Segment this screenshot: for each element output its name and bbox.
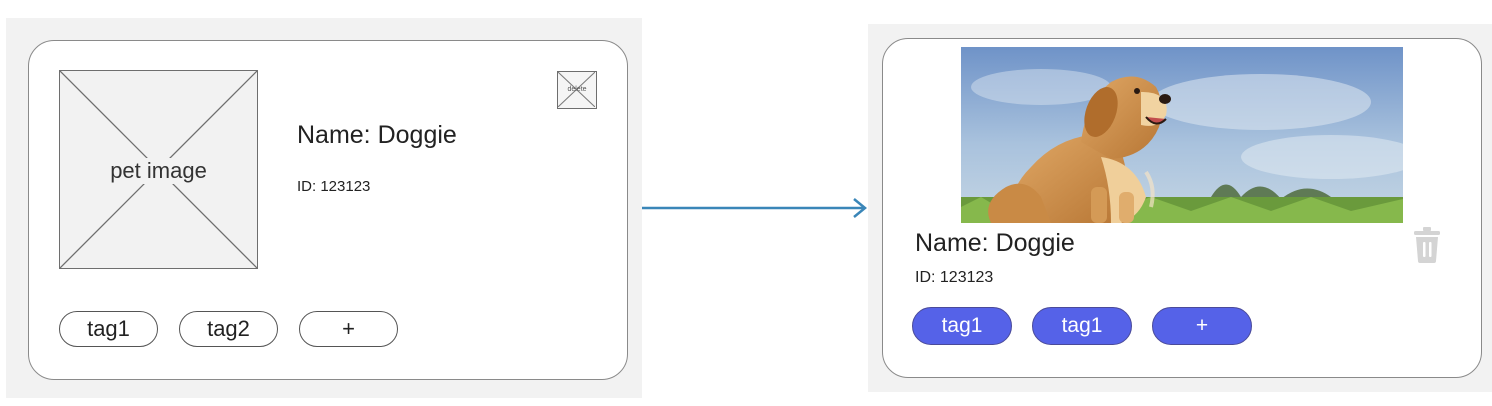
pet-id: ID: 123123 — [915, 269, 994, 286]
pet-name: Name: Doggie — [297, 121, 457, 149]
final-pet-card: Name: Doggie ID: 123123 tag1 tag1 + — [882, 38, 1482, 378]
pet-image-placeholder: pet image — [59, 70, 258, 269]
delete-label: delete — [567, 86, 587, 93]
delete-button[interactable]: delete — [557, 71, 597, 109]
delete-placeholder-icon — [558, 72, 595, 107]
pet-photo — [961, 47, 1403, 223]
tag-chip[interactable]: tag2 — [179, 311, 278, 347]
transition-arrow — [642, 198, 867, 218]
pet-name: Name: Doggie — [915, 229, 1075, 257]
tag-chip[interactable]: tag1 — [912, 307, 1012, 345]
trash-icon[interactable] — [1411, 225, 1443, 265]
tag-chip[interactable]: tag1 — [1032, 307, 1132, 345]
add-tag-button[interactable]: + — [299, 311, 398, 347]
pet-id: ID: 123123 — [297, 178, 371, 195]
add-tag-button[interactable]: + — [1152, 307, 1252, 345]
wireframe-pet-card: pet image Name: Doggie ID: 123123 delete… — [28, 40, 628, 380]
tag-chip[interactable]: tag1 — [59, 311, 158, 347]
pet-image-label: pet image — [106, 158, 211, 183]
